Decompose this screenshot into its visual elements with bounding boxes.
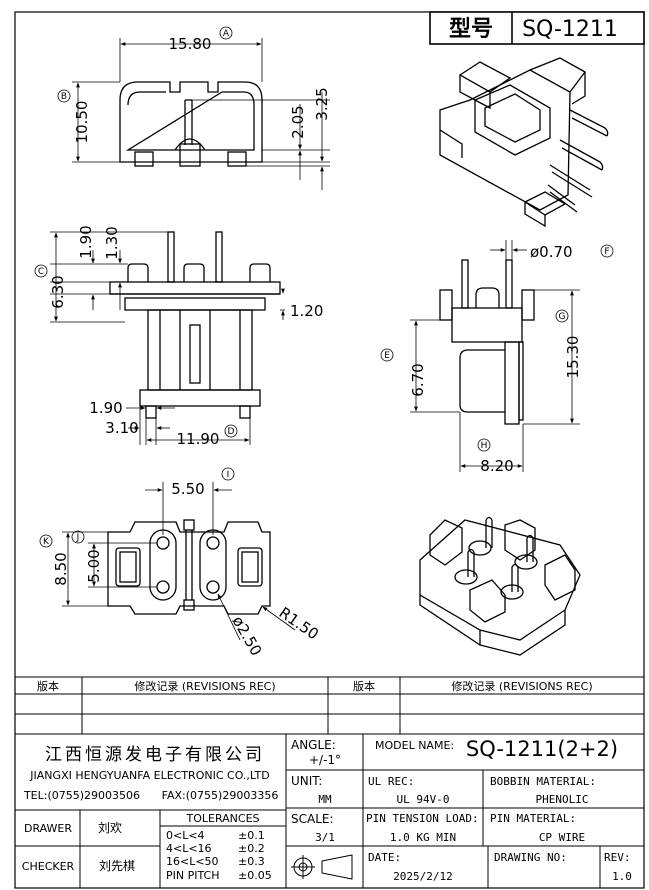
dim-325: 3.25 (313, 87, 331, 120)
dim-670: 6.70 (409, 363, 427, 396)
marker-f: F (604, 247, 609, 257)
tol-value-3: ±0.3 (238, 855, 265, 868)
pin-tension-value: 1.0 KG MIN (390, 831, 456, 844)
bobbin-value: PHENOLIC (536, 793, 589, 806)
dim-205: 2.05 (289, 105, 307, 138)
top-view-dims (72, 38, 330, 190)
company-fax: FAX:(0755)29003356 (162, 789, 279, 802)
dim-120: 1.20 (290, 302, 323, 320)
rev-value: 1.0 (612, 870, 632, 883)
ul-rec-value: UL 94V-0 (397, 793, 450, 806)
dim-height-top: 10.50 (73, 101, 91, 144)
front-view-dims (50, 231, 285, 445)
marker-d: D (228, 427, 235, 437)
projection-symbol-icon (291, 854, 353, 880)
scale-label: SCALE: (291, 812, 334, 826)
rev-col-rec-2: 修改记录 (REVISIONS REC) (451, 679, 592, 693)
model-name-value: SQ-1211(2+2) (466, 737, 618, 761)
date-value: 2025/2/12 (393, 870, 453, 883)
tol-range-2: 4<L<16 (166, 842, 212, 855)
unit-value: MM (318, 793, 332, 806)
dim-190-h: 1.90 (89, 399, 122, 417)
marker-g: G (559, 312, 566, 322)
dim-070: ø0.70 (530, 243, 573, 261)
tol-range-1: 0<L<4 (166, 829, 205, 842)
dim-250: ø2.50 (229, 613, 266, 659)
angle-value: +/-1° (309, 753, 341, 767)
dim-190-v: 1.90 (77, 225, 95, 258)
dim-550: 5.50 (171, 480, 204, 498)
iso-view-bottom (419, 516, 581, 656)
tolerances-label: TOLERANCES (185, 812, 259, 825)
dim-820: 8.20 (480, 457, 513, 475)
rev-col-rec-1: 修改记录 (REVISIONS REC) (134, 679, 275, 693)
dim-130: 1.30 (103, 226, 121, 259)
marker-a: A (223, 29, 230, 39)
bottom-view (107, 519, 271, 615)
header-model-label: 型号 (449, 17, 493, 42)
tol-range-4: PIN PITCH (166, 869, 220, 882)
title-block-grid (15, 734, 644, 888)
sheet-border (14, 11, 645, 889)
marker-h: H (481, 441, 488, 451)
front-view (109, 231, 281, 419)
dim-500: 5.00 (85, 549, 103, 582)
revisions-table (15, 676, 644, 735)
ul-rec-label: UL REC: (368, 775, 414, 788)
tol-value-2: ±0.2 (238, 842, 265, 855)
view-marker-letters: A B C D E F G H I J K (38, 29, 610, 547)
pin-material-label: PIN MATERIAL: (490, 812, 576, 825)
dim-310: 3.10 (105, 419, 138, 437)
drawer-value: 刘欢 (98, 820, 122, 835)
iso-view-top (439, 57, 609, 228)
drawer-label: DRAWER (24, 822, 72, 835)
marker-c: C (38, 267, 44, 277)
unit-label: UNIT: (291, 774, 322, 788)
company-cn: 江西恒源发电子有限公司 (45, 745, 265, 765)
rev-col-ver-2: 版本 (353, 679, 375, 693)
checker-value: 刘先棋 (99, 859, 135, 873)
marker-b: B (61, 92, 67, 102)
company-tel: TEL:(0755)29003506 (23, 789, 140, 802)
model-name-label: MODEL NAME: (375, 739, 454, 752)
pin-tension-label: PIN TENSION LOAD: (366, 812, 479, 825)
header-model-value: SQ-1211 (522, 17, 618, 42)
date-label: DATE: (368, 851, 401, 864)
rev-label: REV: (604, 851, 631, 864)
tol-range-3: 16<L<50 (166, 855, 219, 868)
dim-850: 8.50 (52, 552, 70, 585)
drawing-no-label: DRAWING NO: (494, 851, 567, 864)
tol-value-1: ±0.1 (238, 829, 265, 842)
rev-col-ver-1: 版本 (37, 679, 59, 693)
marker-k: K (43, 537, 50, 547)
view-markers (34, 26, 614, 548)
top-view (119, 81, 263, 167)
dim-630: 6.30 (49, 275, 67, 308)
marker-e: E (384, 351, 390, 361)
bobbin-label: BOBBIN MATERIAL: (490, 775, 596, 788)
checker-label: CHECKER (22, 860, 75, 873)
side-view-dims (410, 240, 580, 472)
side-view (439, 259, 535, 425)
pin-material-value: CP WIRE (539, 831, 585, 844)
header-model-box: 型号 SQ-1211 (429, 11, 645, 45)
bottom-view-dims (62, 482, 296, 641)
marker-i: I (227, 470, 230, 480)
marker-j: J (76, 533, 80, 543)
dim-width-top: 15.80 (169, 35, 212, 53)
scale-value: 3/1 (315, 831, 335, 844)
company-en: JIANGXI HENGYUANFA ELECTRONIC CO.,LTD (29, 769, 269, 782)
angle-label: ANGLE: (291, 738, 336, 752)
dim-r150: R1.50 (276, 604, 322, 644)
tol-value-4: ±0.05 (238, 869, 272, 882)
dim-1530: 15.30 (564, 336, 582, 379)
dim-1190: 11.90 (177, 430, 220, 448)
